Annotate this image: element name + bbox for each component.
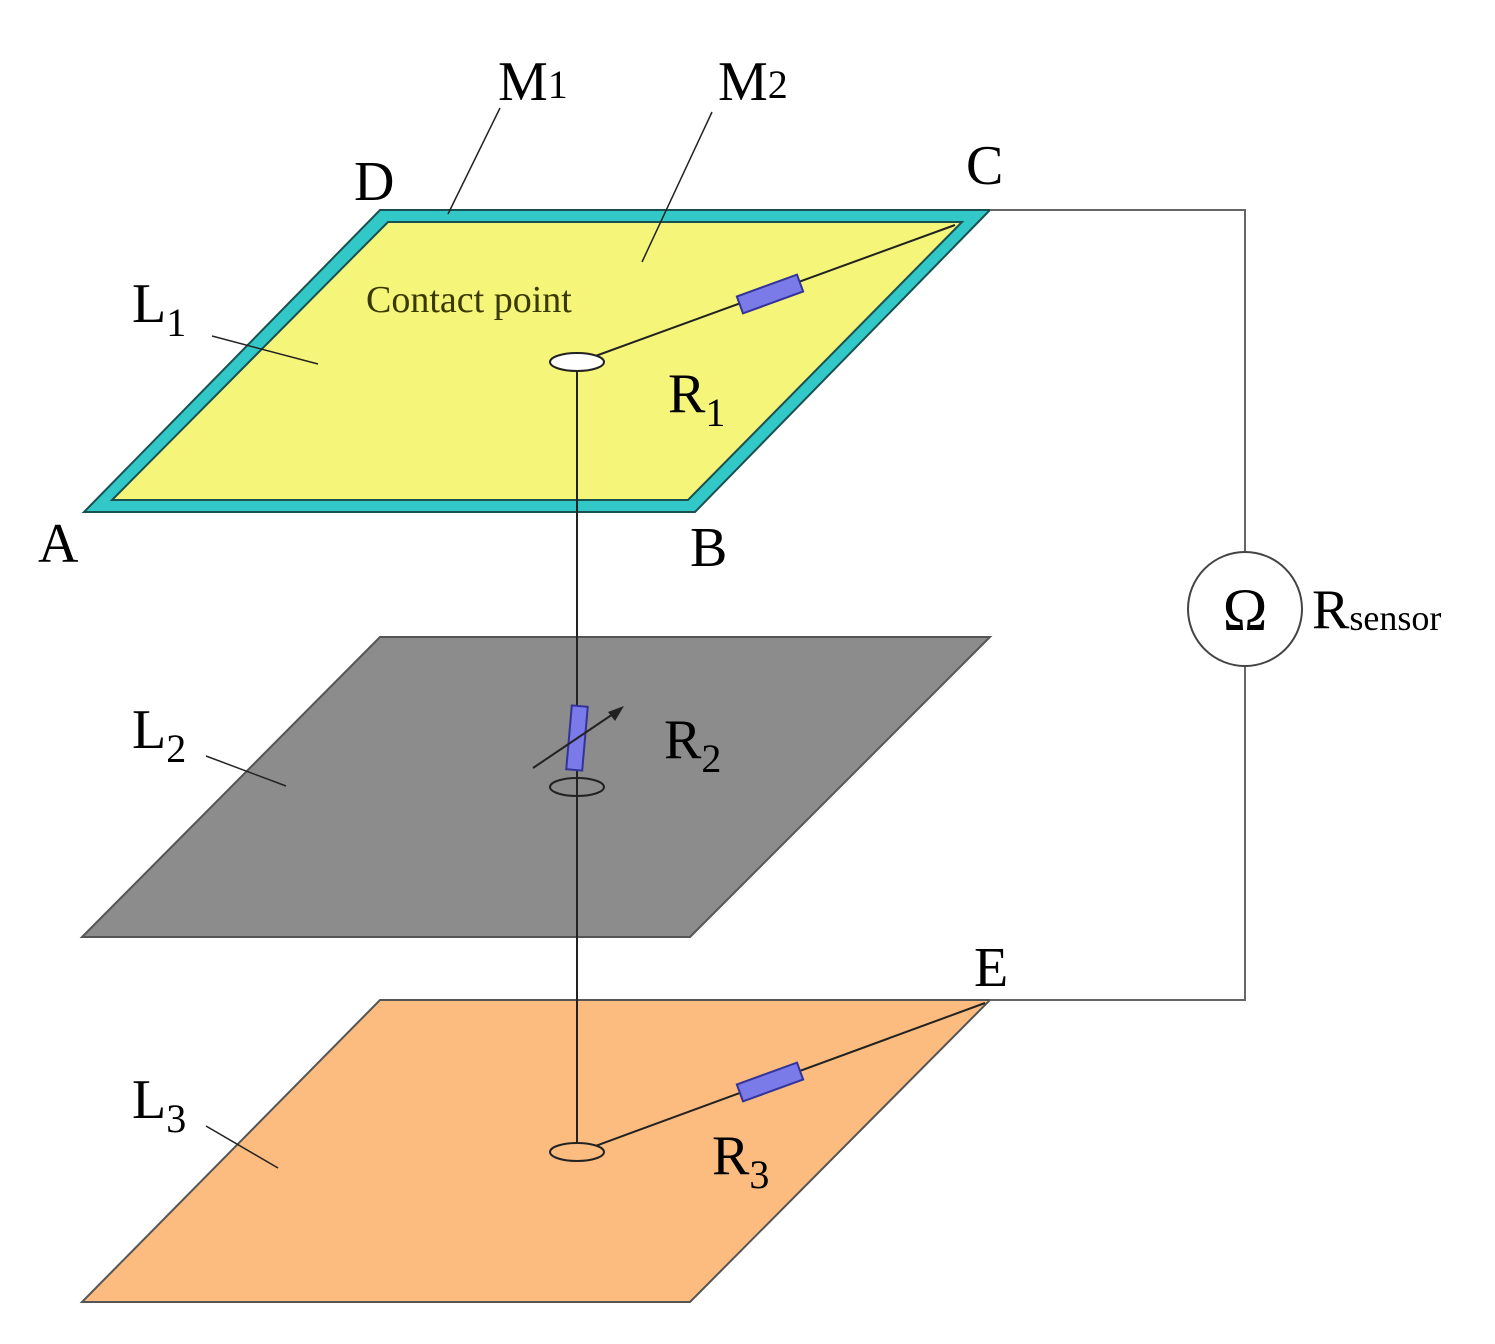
sensor-circuit-wire-lower <box>990 666 1246 1001</box>
corner-b-label: B <box>690 517 727 579</box>
resistor-icon <box>735 273 805 315</box>
l1-label: L1 <box>132 273 186 345</box>
m1-leader <box>447 107 501 215</box>
corner-e-label: E <box>974 937 1008 999</box>
layer-2-contact <box>549 777 605 797</box>
l3-label: L3 <box>132 1069 186 1141</box>
r3-label: R3 <box>712 1125 769 1197</box>
variable-resistor-icon <box>532 704 624 772</box>
l1-leader <box>211 335 319 365</box>
rsensor-label: Rsensor <box>1312 579 1441 641</box>
m2-leader <box>641 111 713 263</box>
layer-3-contact <box>549 1142 605 1162</box>
r2-label: R2 <box>664 709 721 781</box>
m2-label: M2 <box>718 51 788 113</box>
l3-leader <box>205 1125 279 1169</box>
contact-point-icon <box>549 352 605 372</box>
corner-c-label: C <box>966 135 1003 197</box>
ohmmeter-icon: Ω <box>1187 551 1303 667</box>
layer-3-sheet <box>79 999 993 1303</box>
corner-a-label: A <box>38 513 79 575</box>
corner-d-label: D <box>354 151 394 213</box>
m1-label: M1 <box>498 51 568 113</box>
contact-point-label: Contact point <box>366 279 572 321</box>
l2-leader <box>205 755 287 787</box>
r1-label: R1 <box>668 363 725 435</box>
l2-label: L2 <box>132 699 186 771</box>
resistor-icon <box>735 1061 805 1103</box>
ohm-symbol: Ω <box>1223 577 1268 643</box>
sensor-circuit-wire <box>990 209 1246 552</box>
layer-2-sheet <box>79 636 993 938</box>
